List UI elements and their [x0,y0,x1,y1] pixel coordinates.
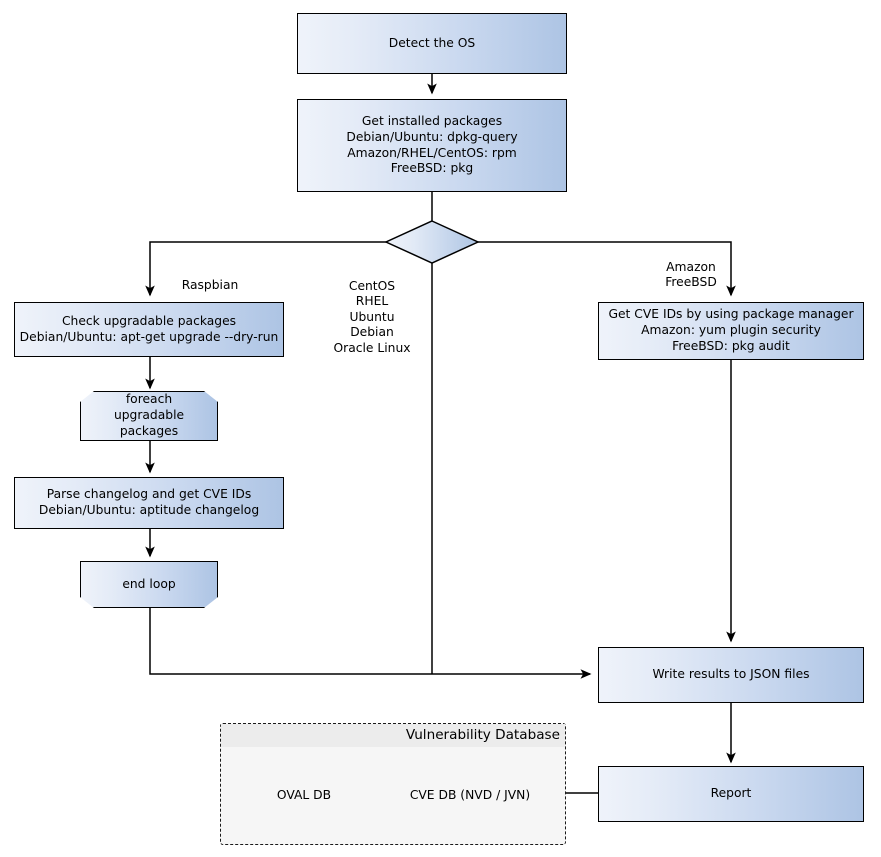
node-end-loop[interactable]: end loop [80,561,218,608]
node-foreach-loop[interactable]: foreach upgradable packages [80,391,218,441]
node-detect-os-label: Detect the OS [388,35,476,50]
edge-endloop-to-write [149,608,592,679]
cve-db-label: CVE DB (NVD / JVN) [404,788,536,802]
edge-label-center-distros: CentOS RHEL Ubuntu Debian Oracle Linux [312,263,432,357]
vulnerability-database-group[interactable]: Vulnerability Database [220,723,566,845]
node-foreach-loop-label: foreach upgradable packages [113,392,185,438]
node-report[interactable]: Report [598,766,864,822]
node-write-results-json[interactable]: Write results to JSON files [598,647,864,703]
edge-label-raspbian-text: Raspbian [181,277,239,292]
node-get-cve-ids-label: Get CVE IDs by using package manager Ama… [608,307,854,353]
os-decision-diamond [384,220,480,264]
node-write-results-json-label: Write results to JSON files [652,667,810,682]
node-report-label: Report [710,786,752,801]
oval-db-label-text: OVAL DB [276,788,332,802]
node-parse-changelog-label: Parse changelog and get CVE IDs Debian/U… [38,487,260,517]
node-get-installed-packages[interactable]: Get installed packages Debian/Ubuntu: dp… [297,99,567,192]
edge-label-amazon-freebsd: Amazon FreeBSD [631,244,751,291]
edge-label-raspbian: Raspbian [150,262,270,293]
node-parse-changelog[interactable]: Parse changelog and get CVE IDs Debian/U… [14,477,284,529]
node-end-loop-label: end loop [122,576,176,591]
vulnerability-database-title: Vulnerability Database [405,727,560,743]
node-get-cve-ids[interactable]: Get CVE IDs by using package manager Ama… [598,302,864,360]
node-get-installed-packages-label: Get installed packages Debian/Ubuntu: dp… [346,114,518,176]
node-check-upgradable-packages-label: Check upgradable packages Debian/Ubuntu:… [19,313,279,344]
cve-db-label-text: CVE DB (NVD / JVN) [409,788,531,802]
node-check-upgradable-packages[interactable]: Check upgradable packages Debian/Ubuntu:… [14,302,284,357]
edge-label-amazon-freebsd-text: Amazon FreeBSD [665,259,717,290]
node-detect-os[interactable]: Detect the OS [297,13,567,74]
edge-decision-right [478,241,736,297]
edge-decision-left [145,241,386,297]
edge-label-center-distros-text: CentOS RHEL Ubuntu Debian Oracle Linux [333,278,411,356]
vulnerability-database-title-bar [221,724,565,747]
oval-db-label: OVAL DB [238,788,370,802]
